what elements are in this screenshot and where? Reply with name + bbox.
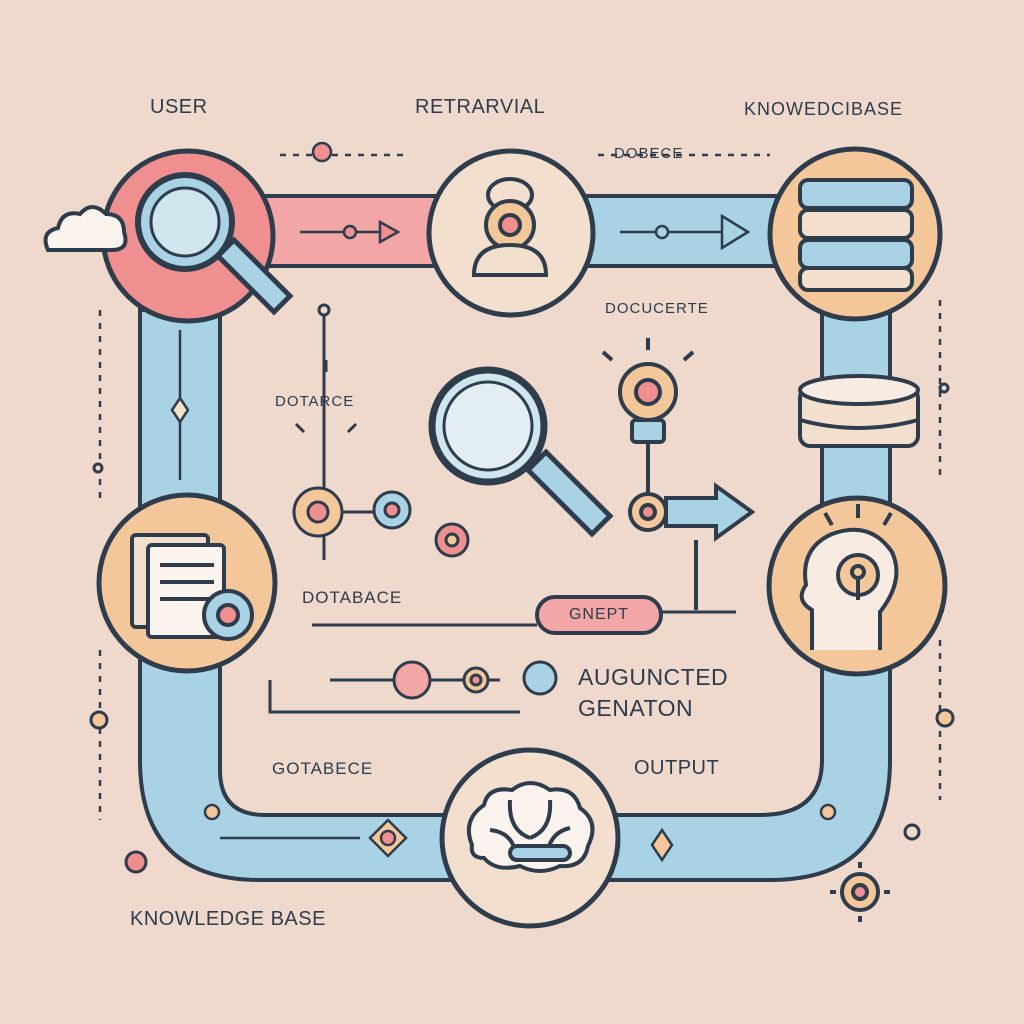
label-dotabace: DOTABACE (302, 588, 403, 607)
node-retrieval (426, 148, 596, 318)
augmented-row (268, 660, 558, 714)
node-augmentation (766, 495, 948, 677)
label-gnept: GNEPT (568, 606, 630, 623)
pipe-left (138, 308, 462, 882)
document-stack-icon (130, 533, 254, 641)
lightbulb-head-icon (799, 504, 899, 650)
cloud-icon (43, 205, 128, 252)
label-gotabece: GOTABECE (272, 759, 374, 778)
database-icon (798, 178, 914, 292)
person-icon (471, 177, 549, 277)
dotarce-cluster (292, 303, 470, 560)
label-knowledge-bottom: KNOWLEDGE BASE (130, 908, 326, 930)
label-dobece: DOBECE (614, 145, 684, 162)
label-retrieval: RETRARVIAL (415, 96, 546, 118)
label-user: USER (150, 96, 208, 118)
node-user (100, 148, 294, 324)
gnept-connector (312, 595, 736, 635)
node-knowledge-base (767, 146, 943, 322)
decor-dots (89, 382, 955, 874)
center-search-icon (428, 366, 614, 538)
label-knowledge-top: KNOWEDCIBASE (744, 99, 904, 119)
label-output: OUTPUT (634, 757, 720, 779)
gear-icon (830, 862, 890, 922)
label-augmented-line2: GENATON (578, 695, 694, 721)
label-dotarce: DOTARCE (275, 393, 355, 410)
brain-icon (467, 781, 595, 873)
pipe-arrows (170, 213, 837, 863)
cylinder-icon (798, 374, 920, 448)
label-documente: DOCUCERTE (605, 300, 709, 317)
search-icon (135, 172, 294, 316)
node-brain (439, 747, 621, 929)
node-documents (96, 492, 278, 674)
lightbulb-icon (601, 338, 756, 610)
label-augmented-line1: AUGUNCTED (578, 664, 729, 690)
